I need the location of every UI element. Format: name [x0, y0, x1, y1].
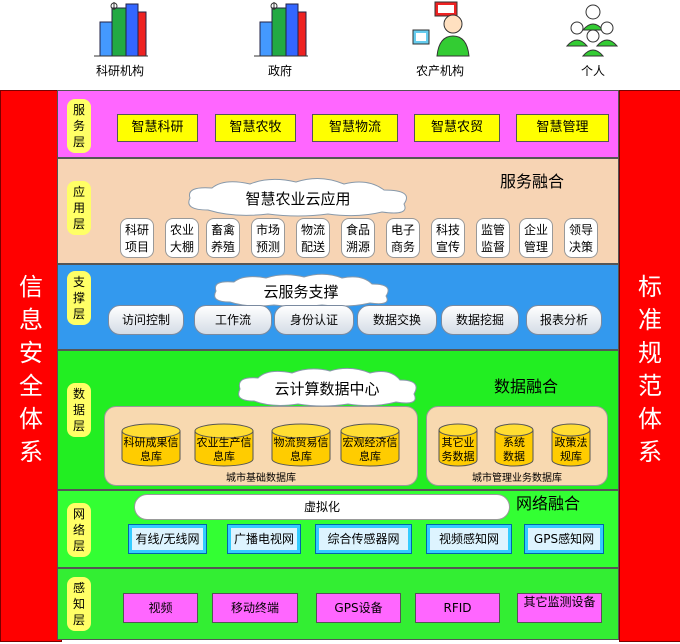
db-label: 农业生产信息库	[196, 436, 252, 463]
data-fusion-label: 数据融合	[494, 377, 559, 396]
net-label: GPS感知网	[528, 528, 600, 550]
smart-agri-cloud: 智慧农业云应用	[178, 176, 418, 218]
actor-label: 政府	[267, 64, 292, 78]
actor-label: 个人	[580, 64, 605, 78]
video-device-button[interactable]: 视频	[123, 593, 198, 623]
db-label: 科研成果信息库	[123, 436, 179, 463]
cloud-data-center-label: 云计算数据中心	[274, 380, 380, 398]
support-layer-tag: 支撑层	[67, 271, 91, 325]
db-other-business[interactable]: 其它业务数据	[437, 423, 479, 467]
app-item-greenhouse[interactable]: 农业大棚	[165, 218, 199, 258]
service-fusion-label: 服务融合	[500, 172, 565, 191]
gps-device-button[interactable]: GPS设备	[316, 593, 401, 623]
net-label: 视频感知网	[430, 528, 508, 550]
actor-individual: 个人	[548, 0, 638, 84]
actor-research: 科研机构	[75, 0, 165, 84]
database-cylinder-icon	[551, 423, 591, 467]
research-building-icon	[94, 2, 148, 57]
app-item-ecommerce[interactable]: 电子商务	[386, 218, 420, 258]
app-item-logistics[interactable]: 物流配送	[296, 218, 330, 258]
db-label: 政策法规库	[554, 436, 588, 463]
smart-logistics-button[interactable]: 智慧物流	[312, 114, 398, 142]
standards-system-label: 标准规范体系	[638, 273, 662, 466]
cloud-icon	[238, 367, 417, 407]
report-analysis-button[interactable]: 报表分析	[526, 305, 602, 335]
video-sensing-net-button[interactable]: 视频感知网	[426, 524, 512, 554]
security-system-pillar: 信息安全体系	[0, 90, 62, 642]
standards-system-pillar: 标准规范体系	[619, 90, 680, 642]
cloud-icon	[188, 178, 407, 217]
wired-wireless-net-button[interactable]: 有线/无线网	[128, 524, 207, 554]
database-cylinder-icon	[494, 423, 534, 467]
smart-farming-button[interactable]: 智慧农牧	[215, 114, 296, 142]
service-layer-tag: 服务层	[67, 99, 91, 153]
sensor-net-button[interactable]: 综合传感器网	[315, 524, 412, 554]
db-label: 系统数据	[503, 436, 525, 463]
net-label: 广播电视网	[231, 528, 297, 550]
db-label: 宏观经济信息库	[342, 436, 398, 463]
actor-agri-org: 农产机构	[395, 0, 485, 84]
db-label: 其它业务数据	[441, 436, 475, 463]
smart-management-button[interactable]: 智慧管理	[516, 114, 609, 142]
network-fusion-label: 网络融合	[516, 494, 581, 513]
actor-label: 科研机构	[95, 64, 144, 78]
net-label: 综合传感器网	[319, 528, 408, 550]
actor-government: 政府	[235, 0, 325, 84]
gps-sensing-net-button[interactable]: GPS感知网	[524, 524, 604, 554]
group-of-people-icon	[565, 4, 619, 57]
db-agri-production[interactable]: 农业生产信息库	[193, 423, 255, 467]
app-item-livestock[interactable]: 畜禽养殖	[206, 218, 240, 258]
app-item-enterprise-mgmt[interactable]: 企业管理	[519, 218, 553, 258]
data-layer-tag: 数据层	[67, 383, 91, 437]
db-policy-regulation[interactable]: 政策法规库	[550, 423, 592, 467]
database-cylinder-icon	[340, 423, 400, 467]
access-control-button[interactable]: 访问控制	[108, 305, 184, 335]
net-label: 有线/无线网	[132, 528, 203, 550]
database-cylinder-icon	[121, 423, 181, 467]
identity-auth-button[interactable]: 身份认证	[274, 305, 354, 335]
cloud-service-support: 云服务支撑	[206, 272, 396, 308]
database-cylinder-icon	[194, 423, 254, 467]
security-system-label: 信息安全体系	[19, 273, 43, 466]
actor-label: 农产机构	[415, 64, 464, 78]
person-with-screens-icon	[412, 1, 470, 57]
app-item-leader-decision[interactable]: 领导决策	[564, 218, 598, 258]
city-base-db-caption: 城市基础数据库	[226, 473, 296, 484]
mobile-terminal-button[interactable]: 移动终端	[212, 593, 298, 623]
database-cylinder-icon	[271, 423, 331, 467]
cloud-data-center: 云计算数据中心	[230, 366, 424, 408]
network-layer-tag: 网络层	[67, 503, 91, 557]
database-cylinder-icon	[438, 423, 478, 467]
app-item-supervision[interactable]: 监管监督	[476, 218, 510, 258]
cloud-service-support-label: 云服务支撑	[263, 283, 339, 301]
smart-agri-cloud-label: 智慧农业云应用	[245, 190, 351, 208]
rfid-button[interactable]: RFID	[415, 593, 500, 623]
smart-trade-button[interactable]: 智慧农贸	[414, 114, 500, 142]
app-item-food-trace[interactable]: 食品溯源	[341, 218, 375, 258]
virtualization-bar: 虚拟化	[134, 494, 510, 520]
other-monitor-device-button[interactable]: 其它监测设备	[517, 593, 602, 623]
db-system-data[interactable]: 系统数据	[493, 423, 535, 467]
application-layer-tag: 应用层	[67, 181, 91, 235]
smart-research-button[interactable]: 智慧科研	[117, 114, 198, 142]
sensing-layer-tag: 感知层	[67, 577, 91, 631]
db-research-results[interactable]: 科研成果信息库	[120, 423, 182, 467]
db-macro-economy[interactable]: 宏观经济信息库	[339, 423, 401, 467]
data-exchange-button[interactable]: 数据交换	[357, 305, 437, 335]
db-logistics-trade[interactable]: 物流贸易信息库	[270, 423, 332, 467]
broadcast-tv-net-button[interactable]: 广播电视网	[227, 524, 301, 554]
app-item-research-project[interactable]: 科研项目	[120, 218, 154, 258]
city-mgmt-db-caption: 城市管理业务数据库	[472, 473, 562, 484]
app-item-tech-promo[interactable]: 科技宣传	[431, 218, 465, 258]
data-mining-button[interactable]: 数据挖掘	[441, 305, 519, 335]
db-label: 物流贸易信息库	[273, 436, 329, 463]
government-building-icon	[254, 2, 308, 57]
app-item-market-forecast[interactable]: 市场预测	[251, 218, 285, 258]
workflow-button[interactable]: 工作流	[194, 305, 272, 335]
